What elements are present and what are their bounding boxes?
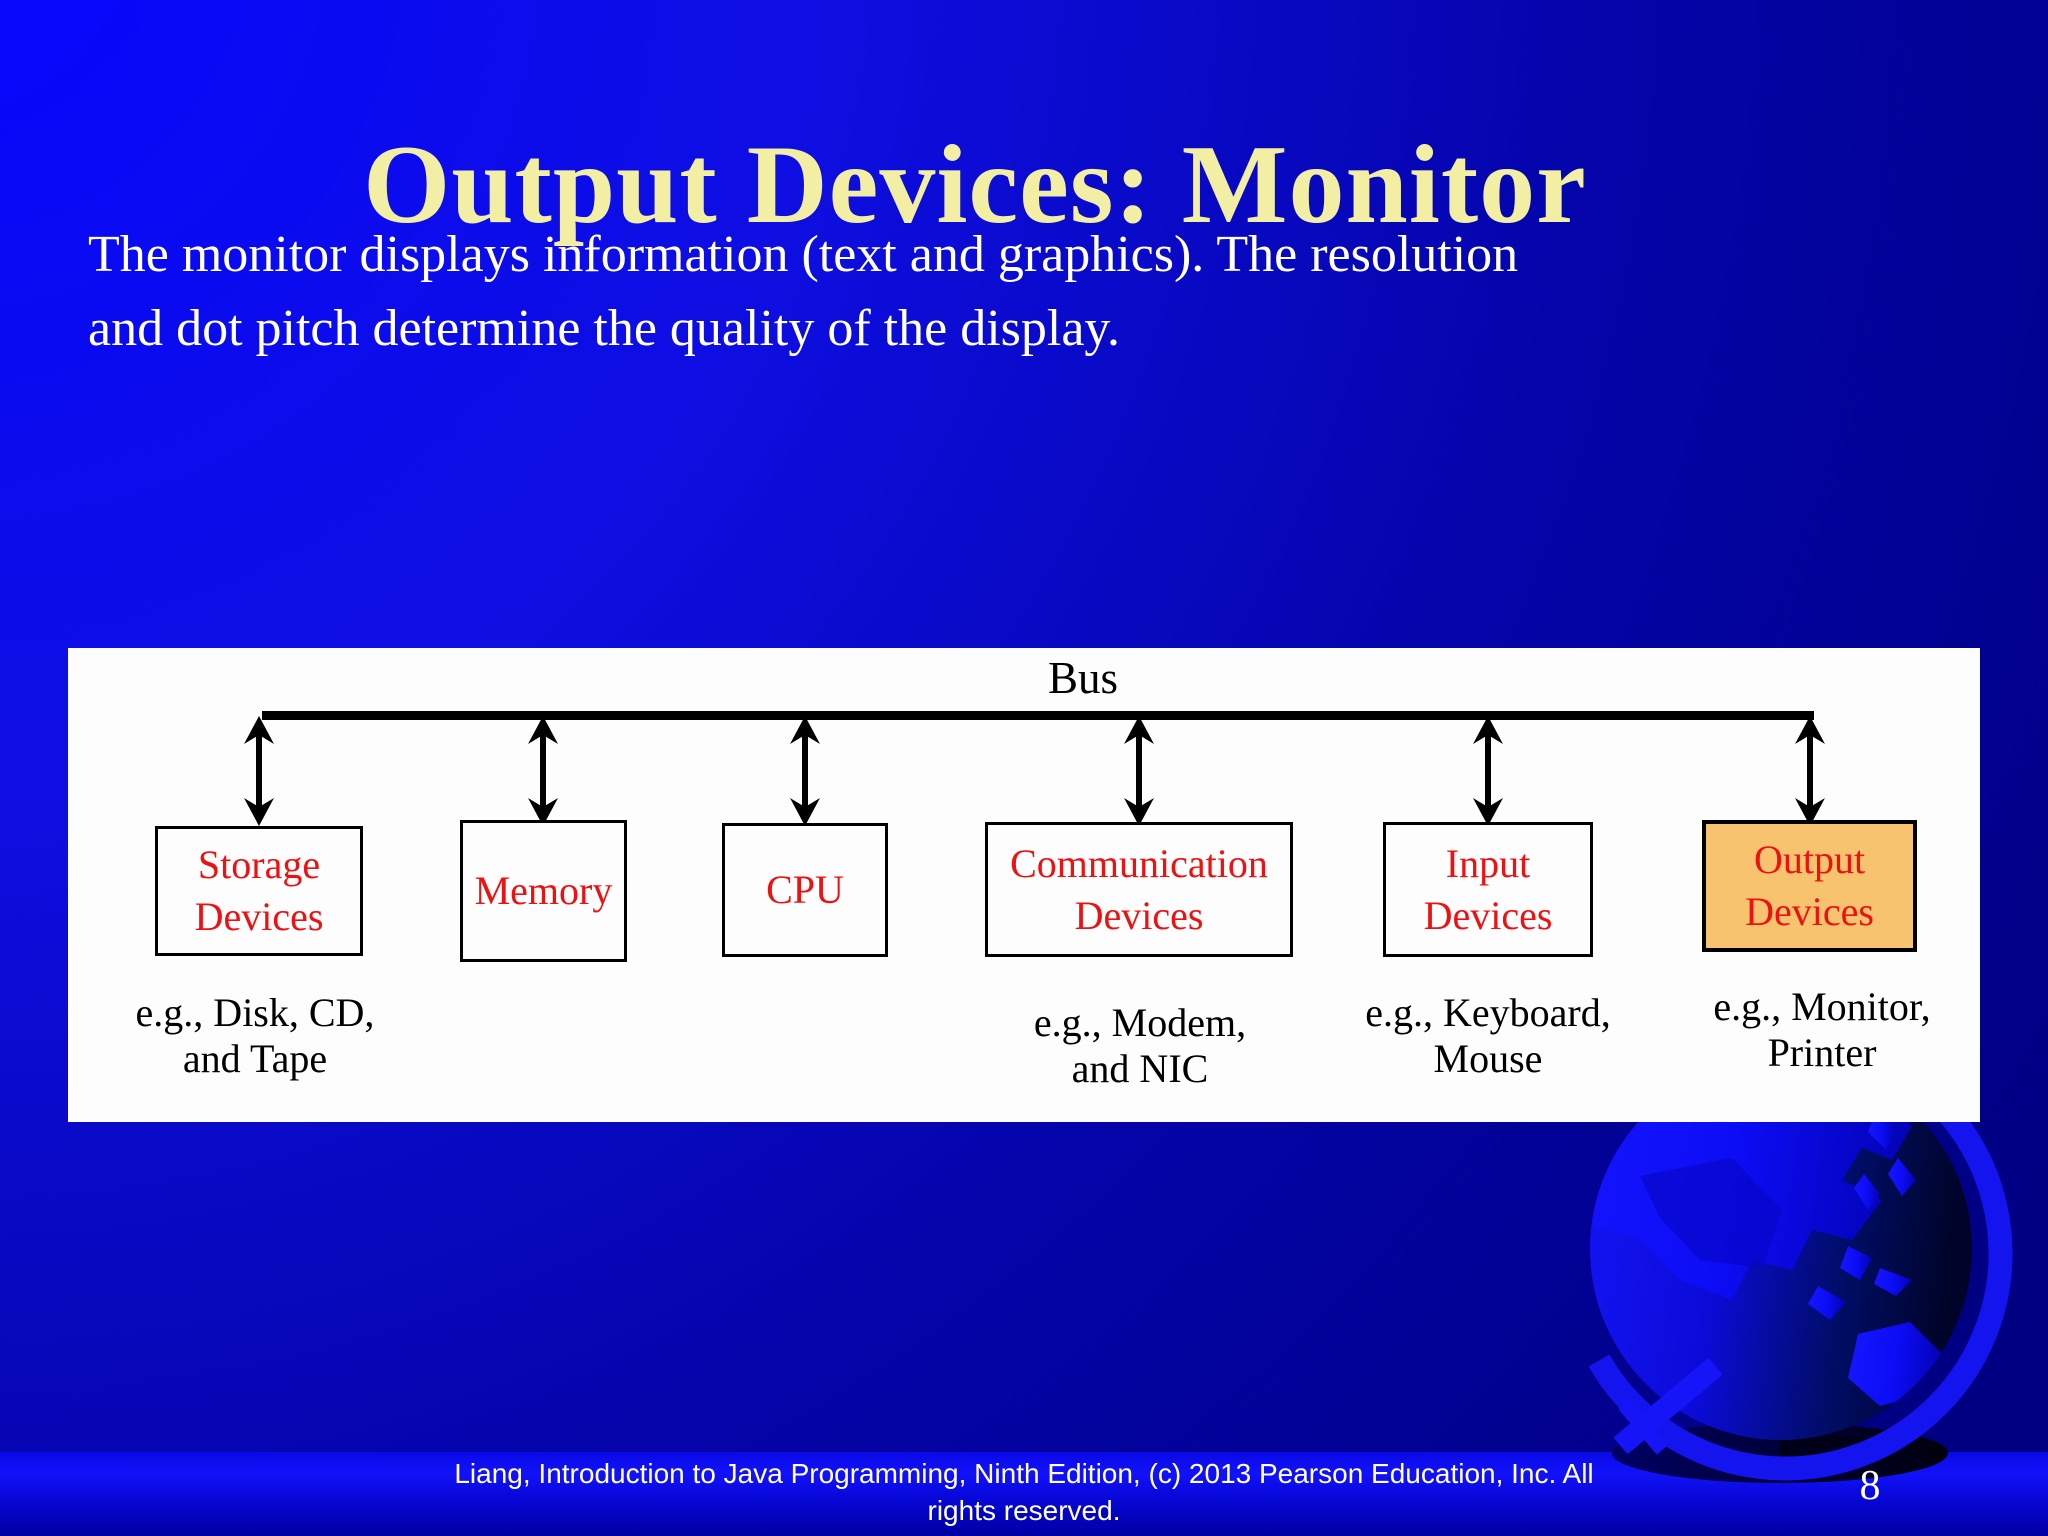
globe-pin (1614, 1358, 1722, 1454)
bus-arrow-memory (528, 716, 558, 826)
node-communication-devices: Communication Devices (985, 822, 1293, 957)
example-line: e.g., Monitor, (1713, 984, 1931, 1029)
example-label-input: e.g., Keyboard, Mouse (1308, 990, 1668, 1082)
node-label-line: Input (1445, 840, 1531, 886)
example-line: and NIC (1071, 1046, 1209, 1091)
example-label-storage: e.g., Disk, CD, and Tape (75, 990, 435, 1082)
node-label-line: Devices (194, 894, 324, 939)
node-memory: Memory (460, 820, 627, 962)
node-storage-devices: Storage Devices (155, 826, 363, 956)
copyright-line-2: rights reserved. (927, 1494, 1121, 1526)
slide-title: Output Devices: Monitor (363, 123, 1587, 248)
node-label-line: Communication (1010, 840, 1268, 886)
bus-arrow-output (1795, 716, 1825, 826)
bus-arrow-communication (1124, 716, 1154, 826)
node-output-devices-highlighted: Output Devices (1702, 820, 1917, 952)
node-label-line: Memory (474, 868, 613, 913)
example-line: and Tape (182, 1036, 328, 1081)
node-label-line: Output (1753, 837, 1866, 882)
bus-diagram-panel: Bus Storage Devices Memory CPU Communica… (68, 648, 1980, 1122)
example-line: e.g., Disk, CD, (135, 990, 375, 1035)
node-label-line: Devices (1745, 889, 1874, 934)
body-line-1: The monitor displays information (text a… (88, 226, 1519, 283)
example-label-communication: e.g., Modem, and NIC (960, 1000, 1320, 1092)
bus-arrow-cpu (790, 716, 820, 826)
globe-ring (1588, 1118, 2013, 1481)
example-line: e.g., Keyboard, (1365, 990, 1611, 1035)
bus-label: Bus (1047, 653, 1119, 703)
bus-arrow-input (1473, 716, 1503, 826)
slide-body-text: The monitor displays information (text a… (88, 218, 1548, 366)
node-label-line: Devices (1423, 892, 1553, 938)
example-line: Printer (1767, 1030, 1877, 1075)
node-label-line: Devices (1074, 892, 1204, 938)
node-label-line: Storage (197, 842, 321, 887)
bus-arrow-storage (244, 716, 274, 826)
node-input-devices: Input Devices (1383, 822, 1593, 957)
example-line: e.g., Modem, (1033, 1000, 1247, 1045)
globe-graphic (1588, 1118, 2013, 1483)
node-label-line: CPU (766, 867, 844, 912)
node-cpu: CPU (722, 823, 888, 957)
bus-line (262, 711, 1814, 720)
body-line-2: and dot pitch determine the quality of t… (88, 299, 1121, 357)
example-label-output: e.g., Monitor, Printer (1642, 984, 2002, 1076)
copyright-notice: Liang, Introduction to Java Programming,… (9, 1456, 2039, 1530)
globe-continents (1590, 1118, 1952, 1435)
copyright-line-1: Liang, Introduction to Java Programming,… (454, 1458, 1594, 1489)
page-number: 8 (1859, 1463, 1881, 1509)
example-line: Mouse (1433, 1036, 1543, 1081)
